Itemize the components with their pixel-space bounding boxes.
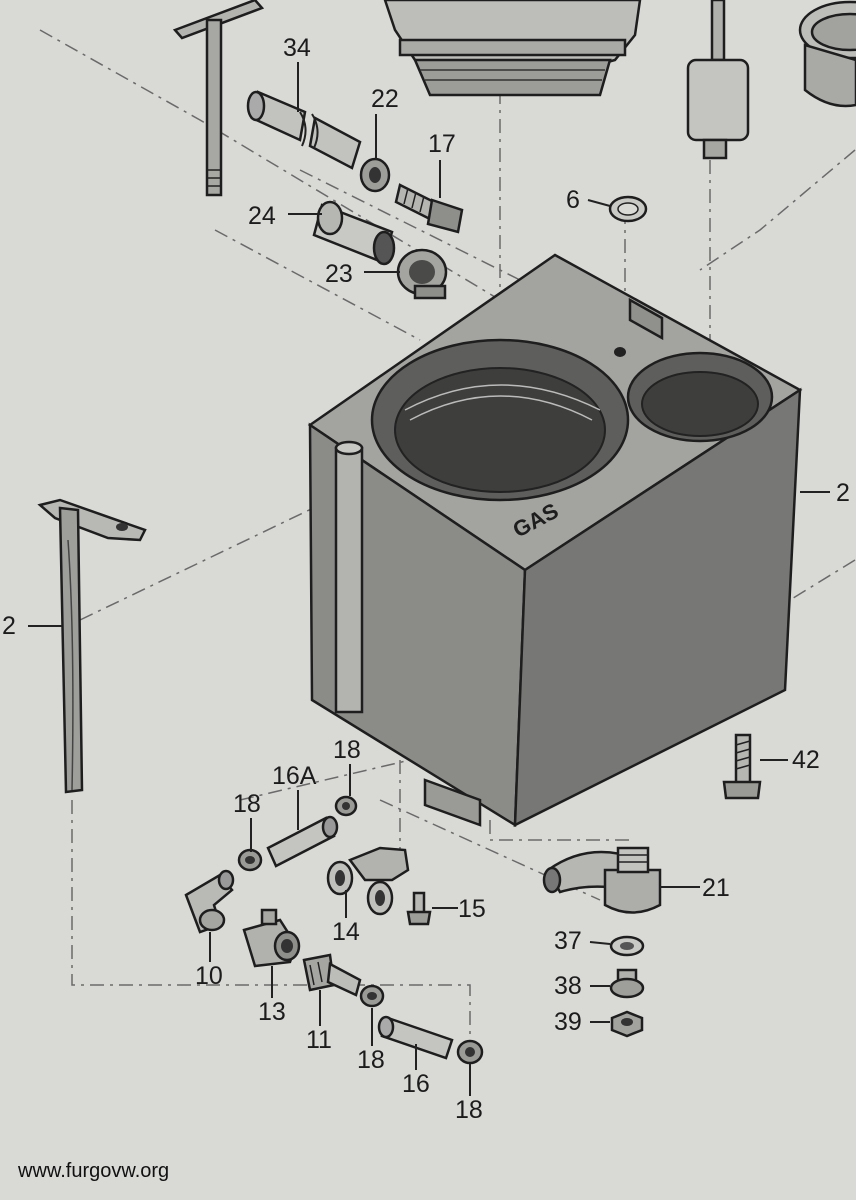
- plug-part-38: [609, 968, 645, 999]
- bracket-part-14: [326, 846, 410, 916]
- label-11: 11: [306, 1026, 332, 1054]
- left-pipe-with-bracket: [37, 498, 147, 794]
- clip-part-18-mid: [359, 984, 385, 1008]
- label-38: 38: [554, 972, 582, 1000]
- label-24: 24: [248, 202, 276, 230]
- label-18-left: 18: [233, 790, 261, 818]
- top-threaded-cap: [383, 0, 642, 97]
- clamp-part-22: [359, 157, 391, 193]
- label-16: 16: [402, 1070, 430, 1098]
- label-15: 15: [458, 895, 486, 923]
- label-18-mid: 18: [357, 1046, 385, 1074]
- tee-part-13: [242, 908, 301, 968]
- fitting-part-17: [394, 183, 464, 234]
- hose-part-16: [377, 1015, 454, 1060]
- label-13: 13: [258, 998, 286, 1026]
- watermark: www.furgovw.org: [17, 1160, 169, 1182]
- elbow-part-10: [184, 869, 235, 934]
- hose-part-34: [246, 90, 362, 170]
- label-18-top: 18: [333, 736, 361, 764]
- label-18-bottom: 18: [455, 1096, 483, 1124]
- clamp-ring-part-23: [396, 248, 448, 300]
- label-34: 34: [283, 34, 311, 62]
- o-ring-part-6: [608, 195, 648, 223]
- label-37: 37: [554, 927, 582, 955]
- screw-part-15: [406, 891, 432, 926]
- main-block: [307, 253, 803, 828]
- bolt-part-42: [722, 733, 762, 800]
- t-rod: [172, 0, 265, 197]
- label-39: 39: [554, 1008, 582, 1036]
- label-42: 42: [792, 746, 820, 774]
- label-23: 23: [325, 260, 353, 288]
- clip-part-18-top: [334, 795, 358, 817]
- label-22: 22: [371, 85, 399, 113]
- top-right-cap: [798, 0, 856, 108]
- label-2-right: 2: [836, 479, 850, 507]
- label-16a: 16A: [272, 762, 317, 790]
- label-14: 14: [332, 918, 360, 946]
- nut-part-39: [610, 1010, 644, 1038]
- leader-lines: [28, 62, 830, 1096]
- label-10: 10: [195, 962, 223, 990]
- fitting-part-11: [302, 953, 362, 997]
- clip-part-18-left: [237, 848, 263, 872]
- elbow-part-21: [542, 846, 662, 914]
- top-right-tube-sleeve: [686, 0, 750, 160]
- sleeve-part-24: [312, 200, 396, 266]
- part-labels: 34 22 17 6 24 23 2 2 18 16A 18 42 21 15 …: [2, 34, 850, 1124]
- label-2-left: 2: [2, 612, 16, 640]
- hose-part-16a: [266, 815, 339, 868]
- label-17: 17: [428, 130, 456, 158]
- clip-part-18-bottom: [456, 1039, 484, 1065]
- washer-part-37: [609, 935, 645, 957]
- label-21: 21: [702, 874, 730, 902]
- label-6: 6: [566, 186, 580, 214]
